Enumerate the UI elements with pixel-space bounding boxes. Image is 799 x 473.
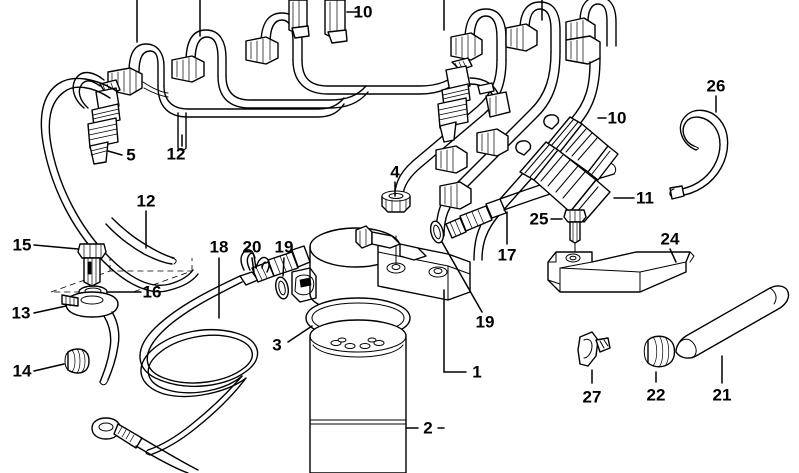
- banjo-connector: [61, 291, 120, 386]
- callout-24: 24: [660, 229, 680, 249]
- return-line: [445, 162, 617, 239]
- callout-16: 16: [142, 282, 162, 302]
- coiled-hose: [139, 275, 259, 456]
- hex-bolt: [550, 209, 587, 259]
- injector-right: [437, 57, 511, 143]
- fuel-line-group-right: [393, 0, 617, 261]
- callout-12-bottom: 12: [136, 191, 156, 211]
- fuel-filter-assembly: [305, 225, 471, 473]
- alignment-outline: [50, 258, 193, 293]
- mounting-bracket: [547, 248, 695, 293]
- callout-3: 3: [272, 335, 282, 355]
- callout-21: 21: [712, 385, 732, 405]
- callout-4: 4: [390, 162, 400, 182]
- callout-10-top: 10: [353, 2, 373, 22]
- callout-13: 13: [11, 303, 31, 323]
- eyelet-hose: [91, 417, 199, 473]
- line-clamps-top: [288, 0, 358, 44]
- o-ring-right: [429, 220, 445, 244]
- pipe-clip: [577, 331, 611, 384]
- o-ring-left: [275, 276, 289, 300]
- callout-12-top: 12: [166, 144, 186, 164]
- callout-5: 5: [126, 145, 136, 165]
- callout-17: 17: [497, 245, 517, 265]
- leader-lines: [33, 134, 508, 429]
- line-clamp-11: [515, 140, 635, 223]
- rubber-tube: [675, 285, 790, 384]
- filter-mount-ear: [291, 267, 317, 303]
- callout-10-right: 10: [607, 108, 627, 128]
- callout-25: 25: [529, 209, 549, 229]
- callout-22: 22: [646, 385, 666, 405]
- hook-strap: [669, 95, 729, 200]
- callout-14: 14: [12, 361, 32, 381]
- hose-to-banjo: [105, 217, 177, 265]
- callout-19-right: 19: [475, 312, 495, 332]
- callout-26: 26: [706, 76, 726, 96]
- callout-20: 20: [242, 237, 262, 257]
- vent-plug: [381, 190, 411, 213]
- callout-27: 27: [582, 387, 602, 407]
- callout-11: 11: [636, 188, 654, 208]
- callout-2: 2: [423, 418, 433, 438]
- main-left-hose: [40, 71, 199, 293]
- fuel-line-group-left: [107, 0, 463, 151]
- retaining-clip: [240, 249, 270, 273]
- injector-left: [87, 79, 121, 165]
- callout-15: 15: [12, 235, 32, 255]
- callout-18: 18: [209, 237, 229, 257]
- hose-clamp: [64, 348, 90, 374]
- callout-19-left: 19: [274, 237, 294, 257]
- callout-1: 1: [472, 362, 482, 382]
- banjo-bolt: [77, 243, 107, 287]
- tube-clamp: [643, 335, 676, 383]
